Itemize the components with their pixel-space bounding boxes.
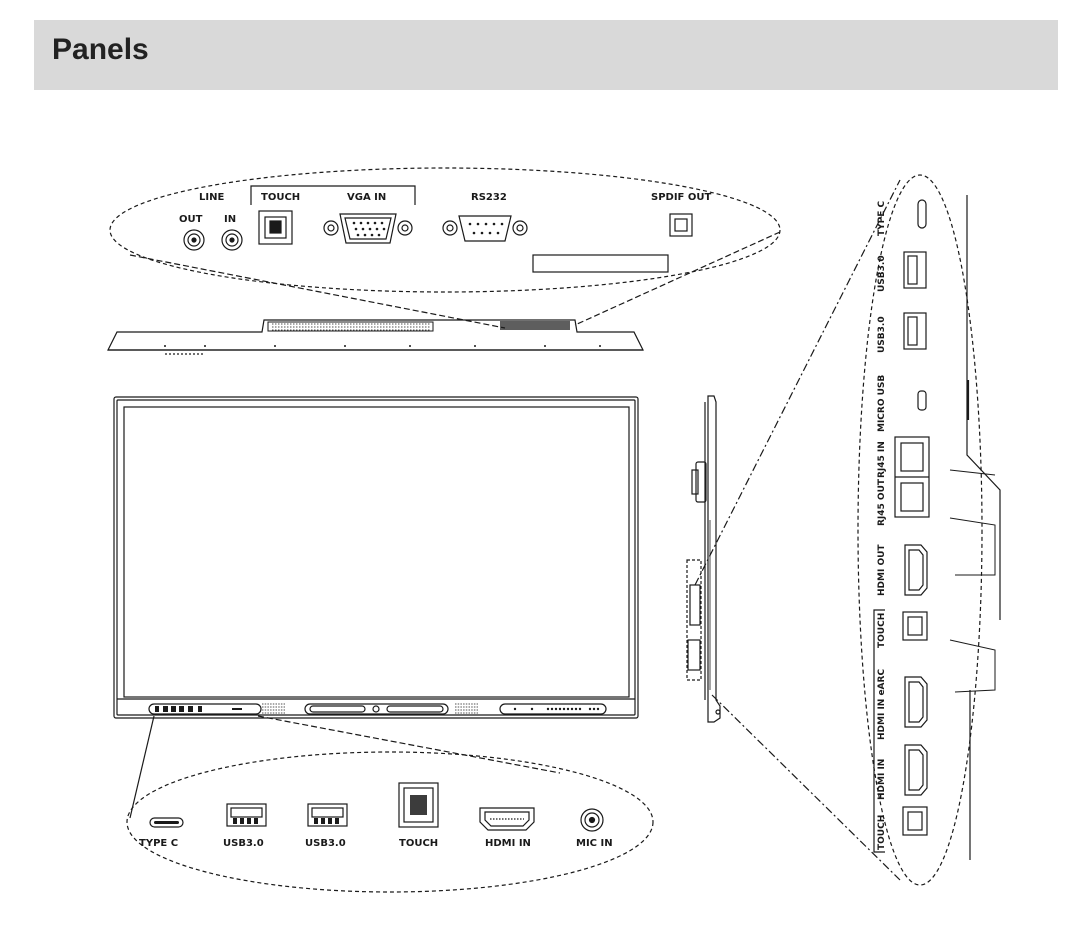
spdif-label: SPDIF OUT [651, 192, 711, 203]
line-out-jack [183, 229, 205, 251]
type-c-port [149, 817, 184, 828]
side-hdmi-earc-port [904, 676, 928, 728]
usb3-port-1 [226, 803, 267, 827]
side-type-c-port [917, 199, 927, 229]
display-side-view [686, 395, 721, 723]
side-usb3-port-1 [903, 251, 927, 289]
side-type-c-label: TYPE C [877, 200, 887, 236]
mic-in-jack [580, 808, 604, 832]
line-label: LINE [199, 192, 224, 203]
hdmi-in-label: HDMI IN [485, 838, 531, 849]
side-rj45-ports [894, 436, 930, 518]
side-micro-usb-label: MICRO USB [877, 375, 887, 432]
top-port-callout [109, 167, 781, 329]
bottom-port-callout [126, 715, 654, 893]
side-micro-usb-port [917, 390, 927, 411]
line-in-label: IN [224, 214, 236, 225]
side-labels: TYPE C USB3.0 USB3.0 MICRO USB RJ45 IN R… [877, 200, 887, 850]
mic-in-label: MIC IN [576, 838, 613, 849]
page-title: Panels [52, 33, 149, 66]
side-usb3-port-2 [903, 312, 927, 350]
type-c-label: TYPE C [139, 838, 178, 849]
rs232-port [442, 215, 528, 242]
side-touch-usb-b-port-2 [902, 806, 928, 836]
label-plate [532, 254, 669, 273]
side-usb3-label-2: USB3.0 [877, 316, 887, 353]
usb3-port-2 [307, 803, 348, 827]
side-touch-usb-b-port-1 [902, 611, 928, 641]
side-touch-label-1: TOUCH [877, 613, 887, 648]
side-hdmi-in-label: HDMI IN [877, 759, 887, 800]
front-port-cluster [148, 703, 262, 715]
vga-port [323, 213, 413, 244]
side-rj45-in-label: RJ45 IN [877, 441, 887, 478]
display-top-view [107, 319, 644, 355]
spdif-out-port [669, 213, 693, 237]
rs232-label: RS232 [471, 192, 507, 203]
touch-usb-b-port [258, 210, 293, 245]
touch-label-front: TOUCH [399, 838, 438, 849]
usb3-label-1: USB3.0 [223, 838, 264, 849]
side-port-callout [694, 174, 1001, 886]
side-touch-label-2: TOUCH [877, 815, 887, 850]
bottom-labels: TYPE C USB3.0 USB3.0 TOUCH HDMI IN MIC I… [139, 838, 613, 849]
side-hdmi-out-port [904, 544, 928, 596]
side-hdmi-earc-label: HDMI IN eARC [877, 669, 887, 740]
line-in-jack [221, 229, 243, 251]
top-labels: LINE OUT IN TOUCH VGA IN RS232 SPDIF OUT [179, 192, 711, 225]
display-front-view [113, 396, 639, 719]
hdmi-in-port [479, 807, 535, 831]
side-hdmi-out-label: HDMI OUT [877, 544, 887, 596]
touch-label-top: TOUCH [261, 192, 300, 203]
usb3-label-2: USB3.0 [305, 838, 346, 849]
side-rj45-out-label: RJ45 OUT [877, 478, 887, 526]
side-hdmi-in-port [904, 744, 928, 796]
section-header: Panels [34, 20, 1058, 90]
vga-label: VGA IN [347, 192, 386, 203]
touch-usb-b-port-front [398, 782, 439, 828]
side-usb3-label-1: USB3.0 [877, 255, 887, 292]
line-out-label: OUT [179, 214, 203, 225]
